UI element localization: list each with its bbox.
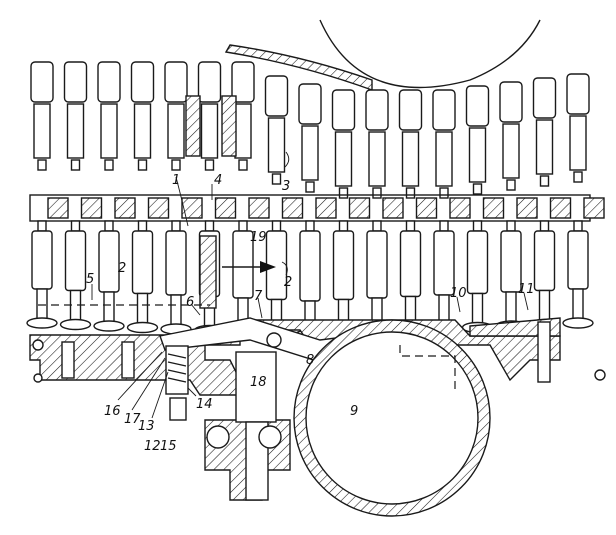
carrier-block	[181, 197, 203, 219]
label-6: 6	[186, 295, 194, 310]
upper-container	[499, 81, 523, 191]
label-13: 13	[138, 419, 155, 434]
slide-housing	[204, 351, 291, 501]
cam-ring	[293, 319, 491, 517]
guide-element	[185, 95, 237, 309]
upper-container	[97, 61, 121, 171]
upper-container	[365, 89, 389, 199]
lower-container	[93, 220, 125, 332]
carrier-block	[382, 197, 404, 219]
lower-container	[160, 220, 192, 335]
label-14: 14	[196, 397, 213, 412]
carrier-block	[449, 197, 471, 219]
lower-container	[495, 220, 527, 332]
label-16: 16	[104, 404, 121, 419]
carrier-block	[415, 197, 438, 219]
label-12: 12	[144, 439, 161, 454]
carrier-block	[214, 197, 237, 219]
label-10: 10	[450, 286, 467, 301]
carrier-plate	[29, 194, 605, 222]
label-2-left: 2	[118, 261, 126, 276]
upper-container	[197, 61, 222, 171]
lower-container	[59, 220, 92, 331]
carrier-block	[482, 197, 505, 219]
reference-labels: 1 2 2 3 4 5 6 7 8 9 10 11 12 13 14 15 16…	[86, 173, 535, 454]
label-7: 7	[254, 289, 263, 304]
upper-container	[298, 83, 322, 193]
label-19: 19	[250, 230, 267, 245]
label-5: 5	[86, 272, 94, 287]
lower-container	[528, 220, 561, 331]
upper-container	[331, 89, 356, 199]
upper-container	[398, 89, 423, 199]
upper-container	[566, 73, 590, 183]
carrier-block	[281, 197, 304, 219]
upper-container	[465, 85, 490, 195]
upper-container	[63, 61, 88, 171]
label-9: 9	[350, 404, 358, 419]
carrier-block	[248, 197, 270, 219]
label-8: 8	[306, 353, 314, 368]
carrier-block	[348, 197, 371, 219]
upper-container	[164, 61, 188, 171]
label-17: 17	[124, 412, 141, 427]
lower-container	[428, 220, 460, 335]
upper-container-row	[30, 61, 590, 199]
lower-container	[461, 220, 494, 334]
label-11: 11	[518, 282, 535, 297]
label-18: 18	[250, 375, 267, 390]
carrier-block	[80, 197, 103, 219]
upper-container	[30, 61, 54, 171]
upper-container	[130, 61, 155, 171]
carrier-block	[315, 197, 337, 219]
label-15: 15	[160, 439, 177, 454]
label-2-right: 2	[284, 275, 292, 290]
motion-arrow	[222, 261, 276, 273]
spring-assembly	[165, 345, 189, 421]
carrier-block	[549, 197, 572, 219]
upper-container	[264, 75, 289, 185]
label-4: 4	[214, 173, 222, 188]
label-1: 1	[172, 173, 180, 188]
label-3: 3	[282, 179, 290, 194]
carrier-block	[583, 197, 605, 219]
carrier-block	[114, 197, 136, 219]
leader-lines	[91, 151, 529, 419]
lower-container	[394, 220, 427, 337]
carrier-block	[516, 197, 538, 219]
upper-container	[532, 77, 557, 187]
carrier-block	[47, 197, 69, 219]
carrier-block	[147, 197, 170, 219]
lower-container	[562, 220, 594, 329]
lower-container	[126, 220, 159, 334]
upper-container	[432, 89, 456, 199]
lower-container	[26, 220, 58, 329]
upper-container	[231, 61, 255, 171]
